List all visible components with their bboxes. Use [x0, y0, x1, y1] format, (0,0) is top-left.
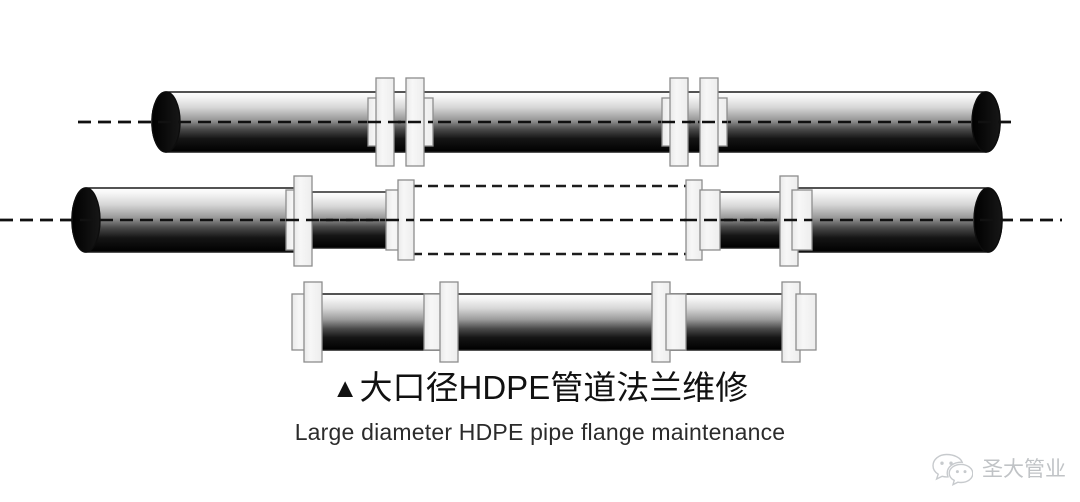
- flange-end-right-row-3: [781, 281, 817, 363]
- collar-plate: [795, 293, 817, 351]
- flange-mid-right-row-3: [651, 281, 687, 363]
- row-cut-section: [0, 175, 1062, 267]
- flange-plate: [303, 281, 323, 363]
- row-replacement-spool: [291, 281, 817, 363]
- flange-end-left-row-3: [291, 281, 323, 363]
- flange-joint-left-row-1: [367, 77, 434, 167]
- flange-plate: [439, 281, 459, 363]
- pipe-body-row-3: [317, 293, 791, 351]
- phantom-removed-span: [412, 184, 702, 256]
- collar-plate: [665, 293, 687, 351]
- flange-joint-right-row-1: [661, 77, 728, 167]
- row-intact-pipeline: [78, 77, 1012, 167]
- flange-mid-left-row-3: [423, 281, 459, 363]
